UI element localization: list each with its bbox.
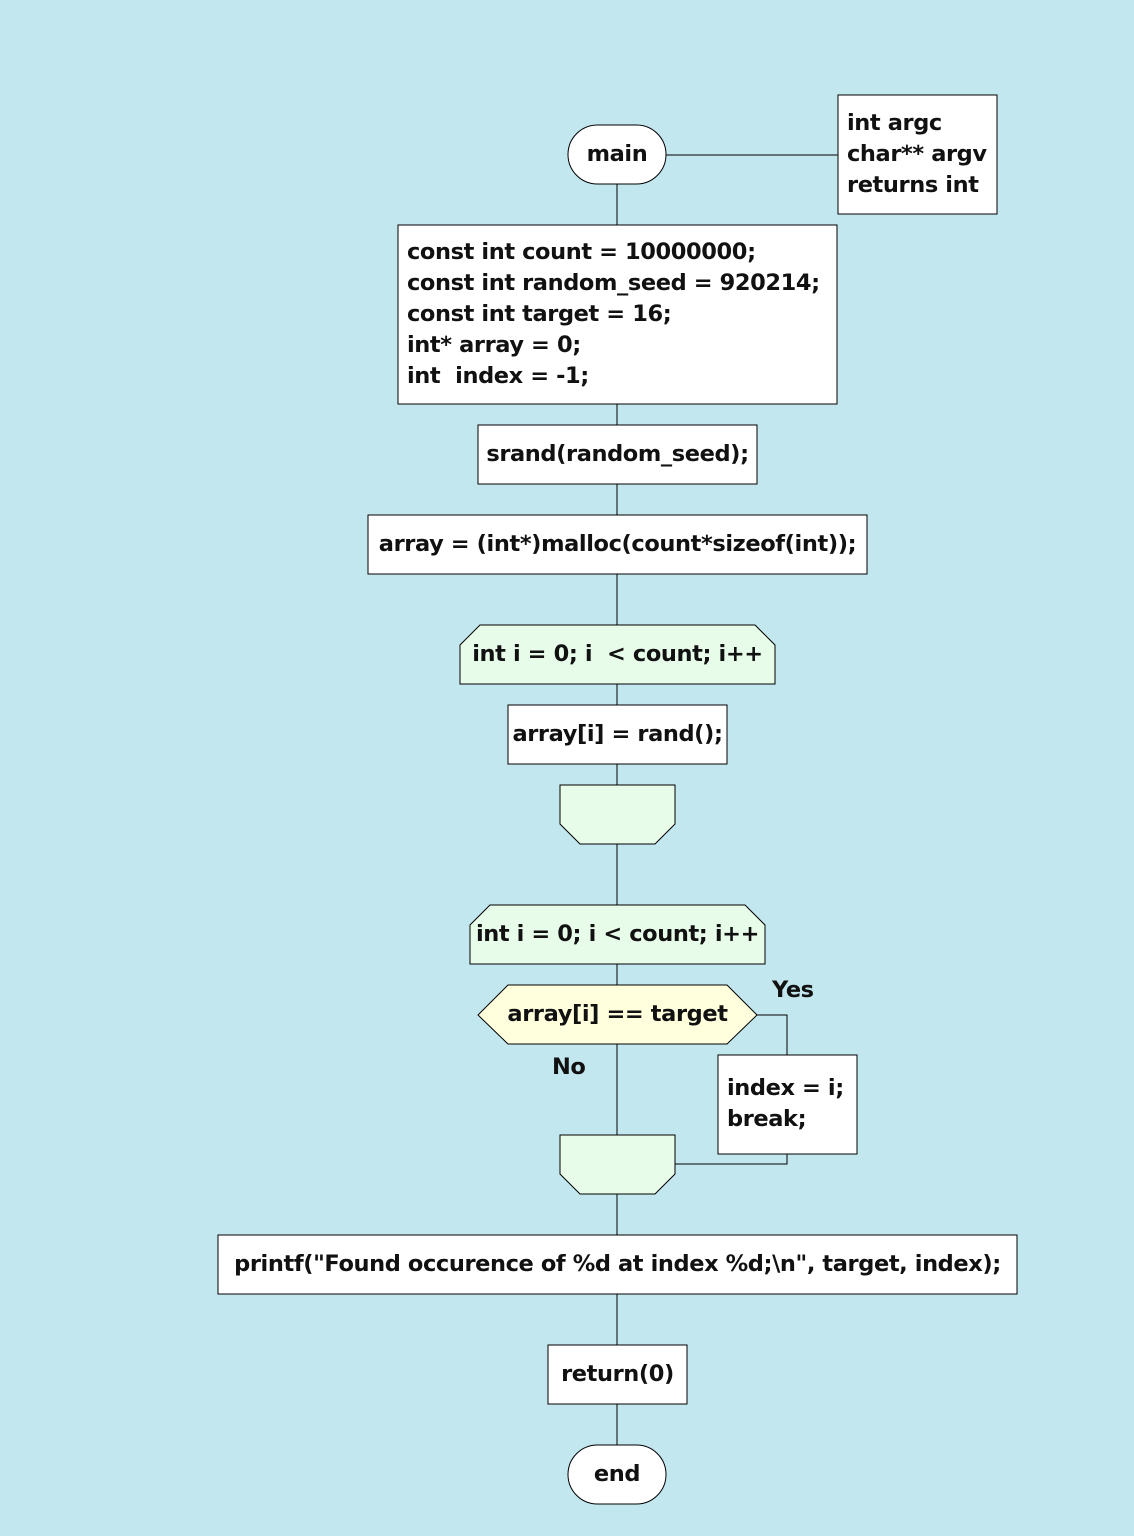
loop2-header xyxy=(469,904,766,965)
params-box xyxy=(837,94,998,215)
no-label: No xyxy=(552,1054,586,1080)
end-label: end xyxy=(593,1461,641,1487)
loop1-header xyxy=(459,624,776,685)
loop1-body-label: array[i] = rand(); xyxy=(512,721,723,747)
printf-box xyxy=(217,1234,1018,1295)
loop1-header-label: int i = 0; i < count; i++ xyxy=(472,641,763,667)
connector-yes-branch xyxy=(755,1014,788,1055)
return-box xyxy=(547,1344,688,1405)
condition-label: array[i] == target xyxy=(507,1001,728,1027)
return-label: return(0) xyxy=(561,1361,674,1387)
then-line-index: index = i; xyxy=(727,1075,844,1101)
start-terminal xyxy=(567,124,667,185)
then-box xyxy=(717,1054,858,1155)
decl-count: const int count = 10000000; xyxy=(407,239,756,265)
malloc-box xyxy=(367,514,868,575)
decl-target: const int target = 16; xyxy=(407,301,672,327)
then-line-break: break; xyxy=(727,1106,807,1132)
decl-index: int index = -1; xyxy=(407,363,589,389)
loop2-end xyxy=(559,1134,676,1195)
decl-array: int* array = 0; xyxy=(407,332,581,358)
yes-label: Yes xyxy=(772,977,814,1003)
srand-box xyxy=(477,424,758,485)
condition-hexagon xyxy=(477,984,758,1045)
declarations-box xyxy=(397,224,838,405)
loop2-header-label: int i = 0; i < count; i++ xyxy=(475,921,760,947)
end-terminal xyxy=(567,1444,667,1505)
param-argc: int argc xyxy=(847,110,942,136)
param-returns: returns int xyxy=(847,172,979,198)
start-label: main xyxy=(586,141,648,167)
srand-label: srand(random_seed); xyxy=(486,441,749,467)
malloc-label: array = (int*)malloc(count*sizeof(int)); xyxy=(378,531,857,557)
printf-label: printf("Found occurence of %d at index %… xyxy=(234,1251,1001,1277)
loop1-end xyxy=(559,784,676,845)
connector-yes-return xyxy=(675,1154,788,1165)
loop1-body-box xyxy=(507,704,728,765)
param-argv: char** argv xyxy=(847,141,987,167)
decl-random-seed: const int random_seed = 920214; xyxy=(407,270,820,296)
